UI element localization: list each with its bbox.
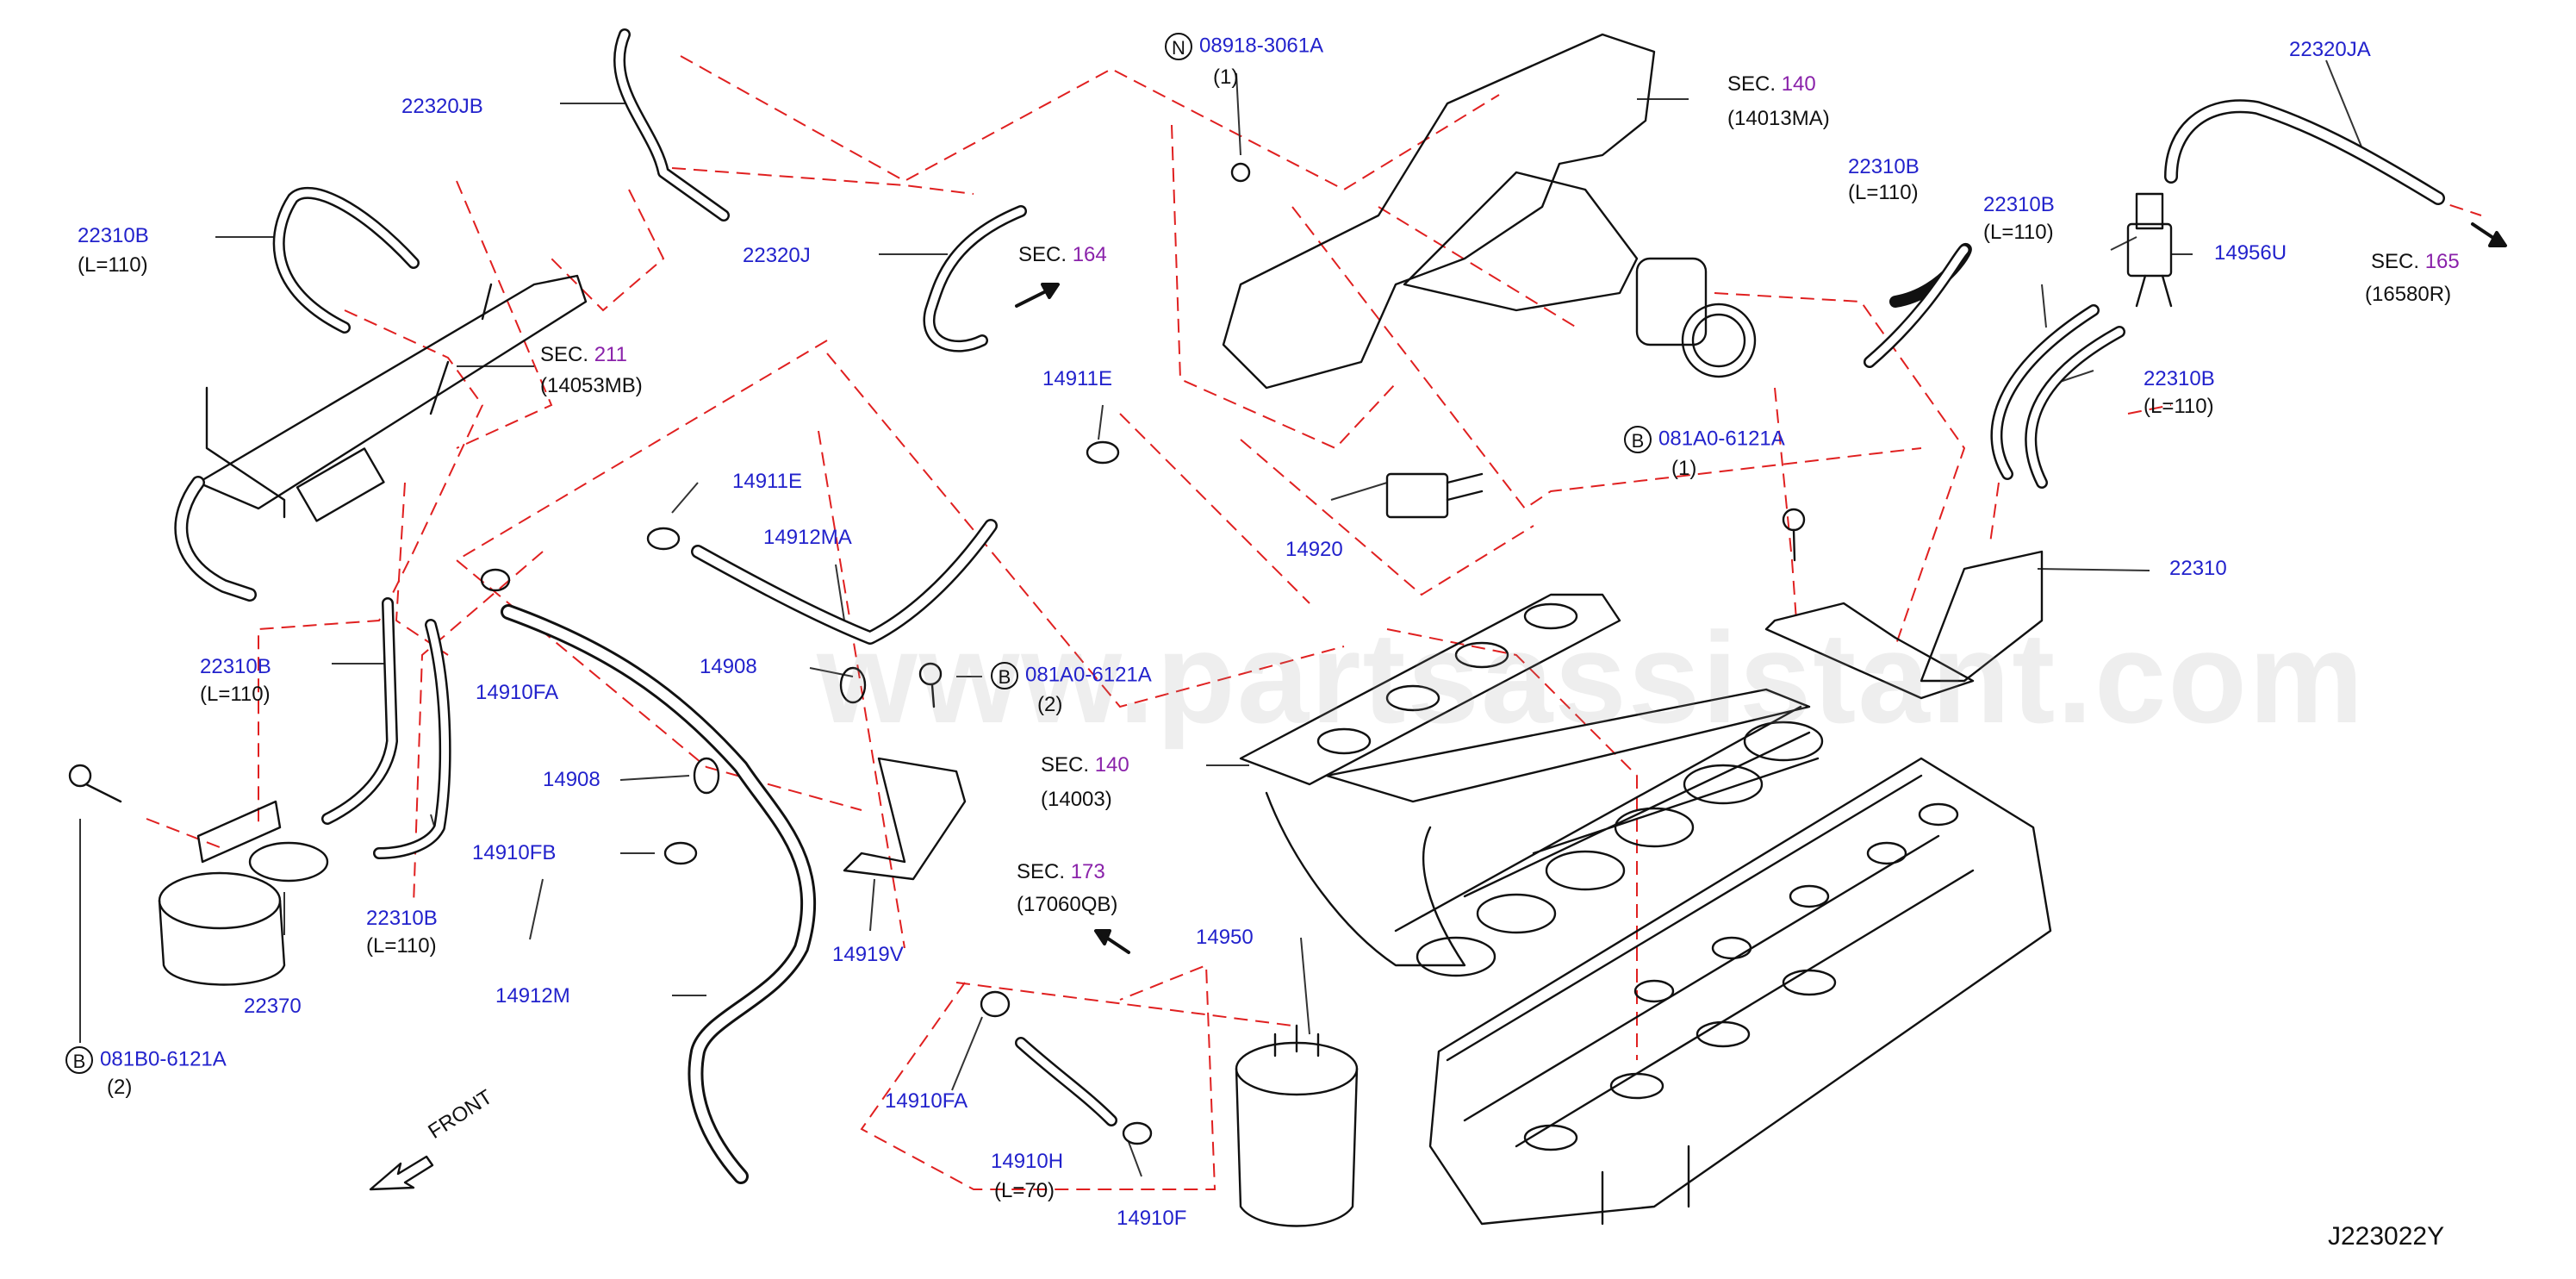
callout-qty: (2) (1037, 693, 1063, 716)
part-14912ma[interactable]: 14912MA (763, 526, 852, 549)
callout-qty: (2) (107, 1076, 133, 1099)
part-22310b-c[interactable]: 22310B (366, 907, 438, 930)
valve-14920 (1385, 472, 1484, 519)
sec-number: 140 (1781, 72, 1816, 96)
length-note: (L=110) (2144, 395, 2214, 418)
sec-ref-code: (14013MA) (1727, 107, 1830, 130)
part-drawings (68, 28, 2507, 1227)
section-ref-140b[interactable]: SEC. 140 (1041, 755, 1129, 776)
length-note: (L=110) (78, 253, 148, 277)
part-14908-b[interactable]: 14908 (700, 655, 757, 678)
part-22320j[interactable]: 22320J (743, 244, 811, 267)
direction-arrows (1015, 222, 2507, 954)
part-14956u[interactable]: 14956U (2214, 241, 2287, 265)
hose-22320ja (2164, 99, 2445, 205)
sec-prefix: SEC. (1041, 753, 1090, 777)
section-ref-165[interactable]: SEC. 165 (2371, 252, 2460, 272)
section-ref-164[interactable]: SEC. 164 (1018, 245, 1107, 265)
water-pipe (196, 274, 588, 510)
section-ref-173[interactable]: SEC. 173 (1017, 862, 1105, 883)
part-22310[interactable]: 22310 (2169, 557, 2227, 580)
length-note: (L=70) (994, 1179, 1055, 1202)
length-note: (L=110) (366, 934, 437, 958)
part-14910h[interactable]: 14910H (991, 1150, 1064, 1173)
connection-lines (146, 55, 2482, 1190)
part-22310b-a[interactable]: 22310B (78, 224, 149, 247)
bolt-081a0-right (1782, 508, 1806, 562)
front-arrow (369, 1155, 434, 1191)
clamps (480, 440, 1153, 1145)
part-number[interactable]: 08918-3061A (1199, 34, 1324, 58)
bracket-22310 (1920, 550, 2044, 683)
leader-lines (79, 59, 2366, 1177)
bracket-14919v (843, 757, 967, 881)
part-22310b-d[interactable]: 22310B (1848, 155, 1920, 178)
sec-prefix: SEC. (1017, 860, 1066, 883)
part-number[interactable]: 081A0-6121A (1658, 427, 1785, 451)
diagram-code: J223022Y (2328, 1222, 2445, 1251)
part-number[interactable]: 081A0-6121A (1025, 663, 1152, 687)
b-marker-icon: B (1624, 426, 1652, 453)
sec-prefix: SEC. (1018, 243, 1067, 266)
bolt-081b0 (68, 764, 122, 803)
sec-ref-code: (14053MB) (540, 374, 643, 397)
length-note: (L=110) (1848, 181, 1919, 204)
length-note: (L=110) (1983, 221, 2054, 244)
sec-ref-code: (16580R) (2365, 283, 2452, 306)
callout-081b0: B 081B0-6121A (65, 1046, 227, 1074)
callout-081a0-mid: B 081A0-6121A (991, 662, 1152, 689)
length-note: (L=110) (200, 683, 271, 706)
part-22310b-f[interactable]: 22310B (2144, 367, 2215, 390)
part-14950[interactable]: 14950 (1196, 926, 1254, 949)
part-22310b-e[interactable]: 22310B (1983, 193, 2055, 216)
section-ref-140a[interactable]: SEC. 140 (1727, 74, 1816, 95)
bolt-081a0-mid (918, 662, 943, 708)
canister-14950 (1235, 1024, 1359, 1227)
hose-22310b-top (272, 186, 420, 334)
part-14919v[interactable]: 14919V (832, 943, 904, 966)
part-14910fb[interactable]: 14910FB (472, 841, 557, 864)
hose-22320jb (613, 28, 730, 221)
callout-qty: (1) (1671, 457, 1697, 480)
sec-number: 165 (2424, 250, 2460, 273)
part-14910fa-a[interactable]: 14910FA (476, 681, 559, 704)
part-14910f[interactable]: 14910F (1117, 1207, 1187, 1230)
intake-manifold-upper (1222, 33, 1757, 390)
part-22320ja[interactable]: 22320JA (2289, 38, 2371, 61)
part-14912m[interactable]: 14912M (495, 984, 570, 1008)
part-22310b-b[interactable]: 22310B (200, 655, 271, 678)
intake-manifold-lower (1239, 593, 1824, 977)
sec-prefix: SEC. (1727, 72, 1776, 96)
part-14910fa-b[interactable]: 14910FA (885, 1089, 968, 1113)
b-marker-icon: B (991, 662, 1018, 689)
part-14911e-b[interactable]: 14911E (1042, 367, 1112, 390)
part-number[interactable]: 081B0-6121A (100, 1047, 227, 1071)
valve-14956u (2126, 192, 2173, 308)
watermark: www.partsassistant.com (817, 605, 2366, 750)
n-marker-icon: N (1165, 33, 1192, 60)
sec-ref-code: (17060QB) (1017, 893, 1118, 916)
callout-qty: (1) (1213, 66, 1239, 89)
sec-number: 173 (1070, 860, 1105, 883)
part-22370[interactable]: 22370 (244, 995, 302, 1018)
b-marker-icon: B (65, 1046, 93, 1074)
hose-22310b-mid1 (321, 597, 398, 825)
part-22320jb[interactable]: 22320JB (401, 95, 483, 118)
cylinder-head (1428, 757, 2052, 1226)
section-ref-211[interactable]: SEC. 211 (540, 345, 627, 365)
sec-prefix: SEC. (2371, 250, 2420, 273)
sec-number: 164 (1072, 243, 1107, 266)
sec-prefix: SEC. (540, 343, 589, 366)
sec-number: 211 (594, 343, 627, 366)
part-14911e-a[interactable]: 14911E (732, 470, 802, 493)
filter-22370 (158, 800, 329, 986)
sec-ref-code: (14003) (1041, 788, 1112, 811)
sec-number: 140 (1094, 753, 1129, 777)
callout-08918: N 08918-3061A (1165, 33, 1323, 60)
part-14920[interactable]: 14920 (1285, 538, 1343, 561)
part-14908-a[interactable]: 14908 (543, 768, 600, 791)
